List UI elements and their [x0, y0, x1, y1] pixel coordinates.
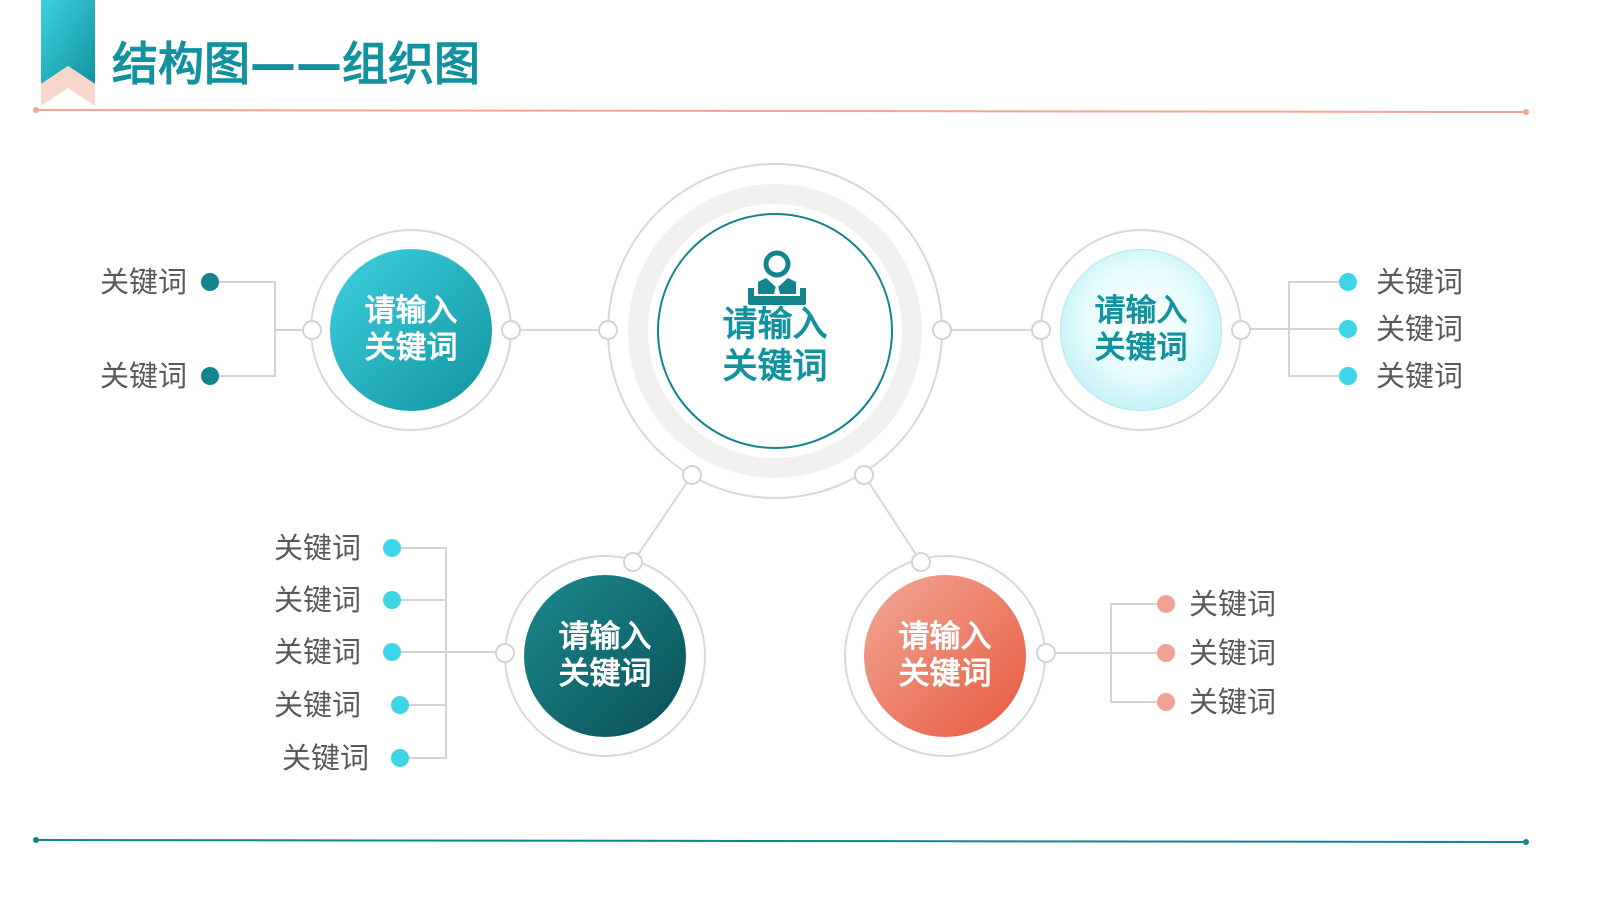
center-core — [657, 213, 893, 449]
top-divider — [33, 107, 1529, 115]
bottom-right-node: 请输入 关键词 — [864, 575, 1026, 737]
keyword-right-1: 关键词 — [1376, 265, 1464, 299]
bullet-bl-5 — [391, 749, 409, 767]
bottom-right-node-line1: 请输入 — [898, 618, 992, 655]
bullet-left-1 — [201, 273, 219, 291]
keyword-bottom-left-4: 关键词 — [274, 688, 362, 722]
bottom-left-node-line2: 关键词 — [558, 656, 652, 692]
bottom-left-node-line1: 请输入 — [558, 618, 652, 655]
center-node-line2: 关键词 — [722, 347, 828, 387]
bookmark-ribbon-icon — [41, 0, 95, 106]
left-node-line1: 请输入 — [364, 292, 458, 329]
keyword-right-3: 关键词 — [1376, 359, 1464, 393]
bottom-right-node-line2: 关键词 — [898, 656, 992, 692]
page-title: 结构图——组织图 — [112, 37, 480, 91]
center-node: 请输入 关键词 — [658, 214, 892, 448]
keyword-bottom-right-1: 关键词 — [1189, 587, 1277, 621]
bottom-left-node: 请输入 关键词 — [524, 575, 686, 737]
keyword-bullets — [201, 273, 1357, 767]
keyword-bottom-left-1: 关键词 — [274, 531, 362, 565]
bullet-right-3 — [1339, 367, 1357, 385]
bullet-bl-1 — [383, 539, 401, 557]
bullet-right-2 — [1339, 320, 1357, 338]
keyword-right-2: 关键词 — [1376, 312, 1464, 346]
keyword-bottom-left-5: 关键词 — [282, 741, 370, 775]
bullet-right-1 — [1339, 273, 1357, 291]
keyword-left-1: 关键词 — [100, 265, 188, 299]
left-node-line2: 关键词 — [364, 330, 458, 366]
keyword-bottom-right-2: 关键词 — [1189, 636, 1277, 670]
right-node-line2: 关键词 — [1094, 330, 1188, 366]
keyword-bottom-left-2: 关键词 — [274, 583, 362, 617]
bullet-bl-4 — [391, 696, 409, 714]
keyword-bottom-right-3: 关键词 — [1189, 685, 1277, 719]
bullet-br-1 — [1157, 595, 1175, 613]
left-node: 请输入 关键词 — [330, 249, 492, 411]
keyword-bottom-left-3: 关键词 — [274, 635, 362, 669]
bullet-bl-2 — [383, 591, 401, 609]
keyword-left-2: 关键词 — [100, 359, 188, 393]
bullet-left-2 — [201, 367, 219, 385]
right-node-line1: 请输入 — [1094, 292, 1188, 329]
bullet-br-3 — [1157, 693, 1175, 711]
bullet-br-2 — [1157, 644, 1175, 662]
center-node-line1: 请输入 — [722, 305, 828, 345]
right-node: 请输入 关键词 — [1060, 249, 1222, 411]
person-at-desk-icon — [748, 250, 806, 305]
bottom-divider — [33, 837, 1529, 845]
center-halo — [628, 184, 922, 478]
keyword-brackets — [218, 281, 1356, 759]
bullet-bl-3 — [383, 643, 401, 661]
